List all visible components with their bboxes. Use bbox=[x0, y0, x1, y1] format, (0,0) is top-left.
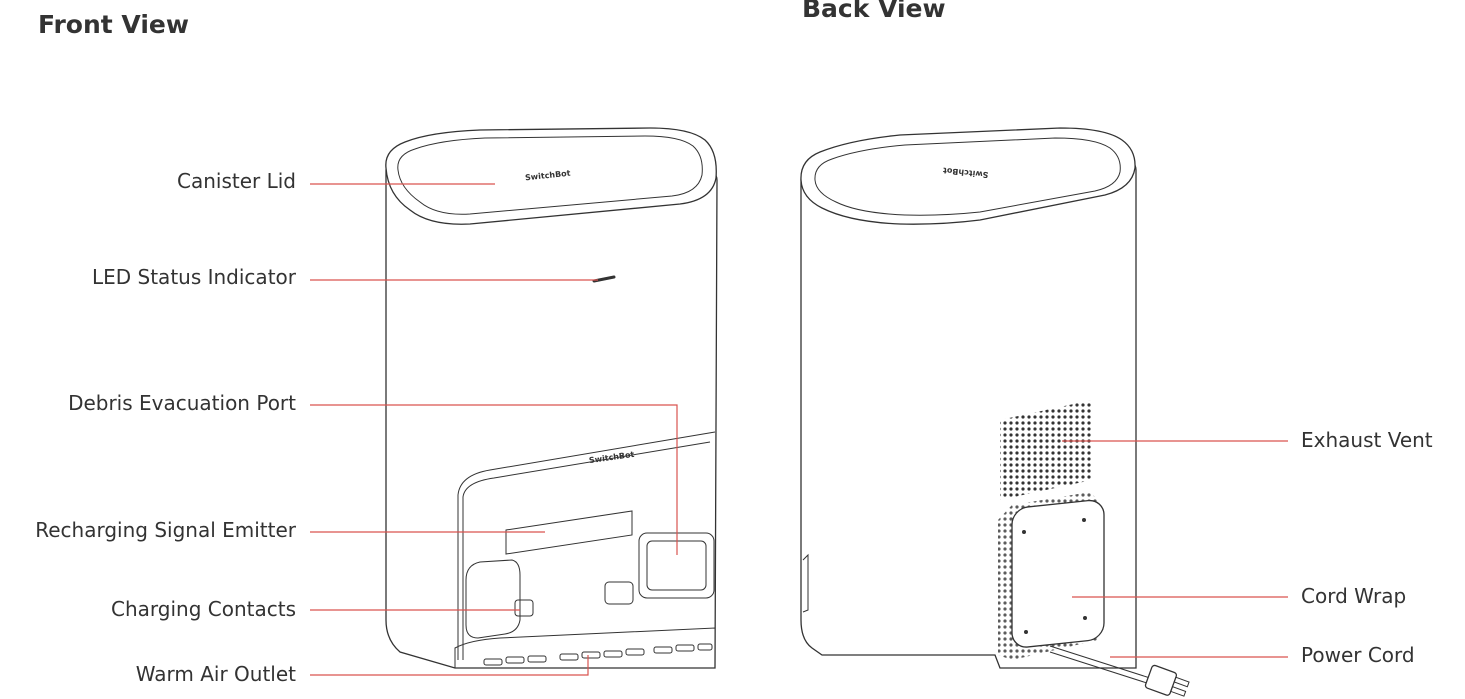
label-debris-evacuation-port: Debris Evacuation Port bbox=[68, 391, 296, 415]
label-recharging-signal-emitter: Recharging Signal Emitter bbox=[35, 518, 296, 542]
back-view-title: Back View bbox=[802, 0, 946, 23]
exhaust-vent-grille bbox=[1000, 400, 1092, 500]
charging-contacts-bracket bbox=[465, 559, 521, 639]
signal-emitter-window bbox=[505, 510, 633, 555]
label-charging-contacts: Charging Contacts bbox=[111, 597, 296, 621]
label-canister-lid: Canister Lid bbox=[177, 169, 296, 193]
label-cord-wrap: Cord Wrap bbox=[1301, 584, 1407, 608]
back-leader-lines bbox=[1062, 440, 1288, 658]
warm-air-outlet-vents bbox=[483, 643, 713, 666]
front-leader-lines bbox=[310, 183, 678, 676]
back-dock-illustration: SwitchBot bbox=[800, 127, 1190, 697]
front-dock-illustration: SwitchBot SwitchBot bbox=[385, 127, 718, 669]
label-led-status-indicator: LED Status Indicator bbox=[91, 265, 296, 289]
power-plug-icon bbox=[1144, 664, 1190, 697]
label-exhaust-vent: Exhaust Vent bbox=[1301, 428, 1433, 452]
front-view-title: Front View bbox=[38, 10, 189, 39]
cord-wrap-plate bbox=[1011, 499, 1105, 648]
label-power-cord: Power Cord bbox=[1301, 643, 1415, 667]
label-warm-air-outlet: Warm Air Outlet bbox=[135, 662, 296, 686]
